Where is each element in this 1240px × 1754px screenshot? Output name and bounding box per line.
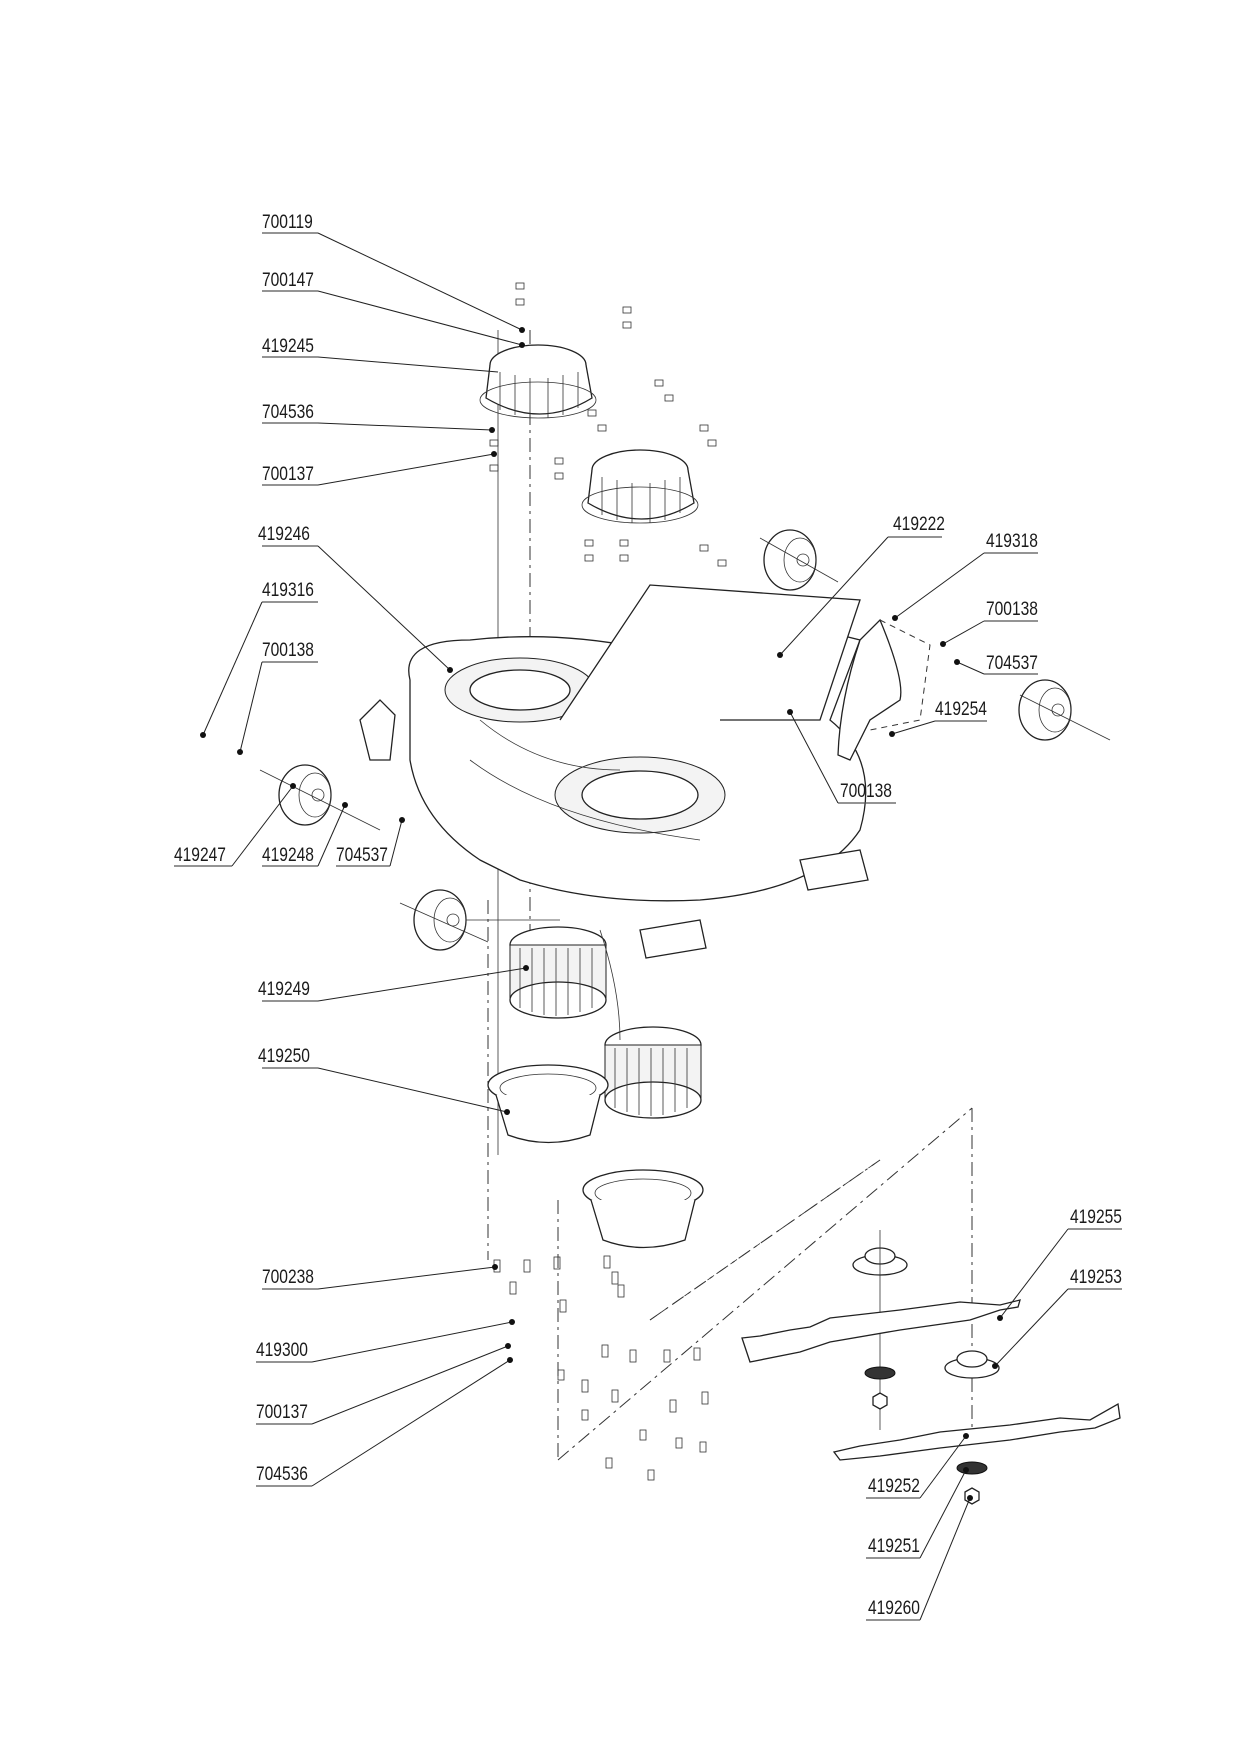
blade-upper (741, 1299, 1021, 1363)
callouts: 700119 700147 419245 704536 700137 (174, 211, 1122, 1621)
axis-line (649, 1159, 881, 1321)
callout-704536-bottom[interactable]: 704536 (256, 1357, 513, 1487)
axis-line (557, 1107, 973, 1461)
part-number-label: 419252 (868, 1475, 920, 1497)
part-number-label: 419222 (893, 513, 945, 535)
callout-419222[interactable]: 419222 (777, 513, 945, 658)
bolts-bottom (493, 1255, 709, 1481)
callout-419249[interactable]: 419249 (258, 965, 529, 1002)
motor-lower (599, 929, 702, 1119)
callout-419260[interactable]: 419260 (866, 1495, 973, 1621)
part-number-label: 700137 (256, 1401, 308, 1423)
callout-419316[interactable]: 419316 (200, 579, 318, 738)
part-number-label: 704537 (336, 844, 388, 866)
callout-700137-bottom[interactable]: 700137 (256, 1343, 511, 1425)
callout-419318[interactable]: 419318 (892, 530, 1038, 621)
part-number-label: 700138 (986, 598, 1038, 620)
part-number-label: 419249 (258, 978, 310, 1000)
part-number-label: 700137 (262, 463, 314, 485)
part-number-label: 419254 (935, 698, 987, 720)
callout-419252[interactable]: 419252 (866, 1433, 969, 1499)
part-number-label: 700138 (262, 639, 314, 661)
washer-left (864, 1366, 896, 1410)
part-number-label: 419316 (262, 579, 314, 601)
motor-housing-upper (487, 1064, 609, 1144)
callout-704537-right[interactable]: 704537 (954, 652, 1038, 675)
callout-419245[interactable]: 419245 (262, 335, 499, 373)
callout-700138-left[interactable]: 700138 (237, 639, 318, 755)
callout-700138-center[interactable]: 700138 (787, 709, 896, 804)
wheel-top (759, 529, 839, 591)
part-number-label: 419255 (1070, 1206, 1122, 1228)
part-number-label: 419250 (258, 1045, 310, 1067)
callout-700137-top[interactable]: 700137 (262, 451, 497, 486)
callout-419247[interactable]: 419247 (174, 783, 296, 867)
part-number-label: 704536 (262, 401, 314, 423)
motor-cover-second (581, 449, 699, 524)
callout-419254[interactable]: 419254 (889, 698, 987, 737)
callout-419246[interactable]: 419246 (258, 523, 453, 673)
side-bracket (837, 618, 931, 761)
callout-419250[interactable]: 419250 (258, 1045, 510, 1115)
callout-419251[interactable]: 419251 (866, 1467, 969, 1559)
wheel-lower (399, 889, 560, 951)
callout-419300[interactable]: 419300 (256, 1319, 515, 1363)
part-number-label: 419245 (262, 335, 314, 357)
part-number-label: 419318 (986, 530, 1038, 552)
callout-700119[interactable]: 700119 (262, 211, 525, 333)
part-number-label: 419260 (868, 1597, 920, 1619)
part-number-label: 704537 (986, 652, 1038, 674)
motor-housing-lower (582, 1169, 704, 1249)
mower-deck (359, 584, 869, 959)
motor-upper (509, 926, 607, 1019)
part-number-label: 419251 (868, 1535, 920, 1557)
callout-704536-top[interactable]: 704536 (262, 401, 495, 433)
part-number-label: 419247 (174, 844, 226, 866)
drawing (259, 282, 1121, 1505)
part-number-label: 419300 (256, 1339, 308, 1361)
callout-419248[interactable]: 419248 (262, 802, 348, 867)
part-number-label: 700138 (840, 780, 892, 802)
part-number-label: 419253 (1070, 1266, 1122, 1288)
wheel-left (259, 764, 381, 831)
part-number-label: 700238 (262, 1266, 314, 1288)
wheel-right (1018, 679, 1111, 741)
part-number-label: 704536 (256, 1463, 308, 1485)
part-number-label: 419246 (258, 523, 310, 545)
blade-adaptor-right (944, 1350, 1000, 1379)
callout-700238[interactable]: 700238 (262, 1264, 498, 1290)
callout-704537-left[interactable]: 704537 (336, 817, 405, 867)
part-number-label: 419248 (262, 844, 314, 866)
callout-700147[interactable]: 700147 (262, 269, 525, 348)
callout-419253[interactable]: 419253 (992, 1266, 1122, 1369)
fasteners-top (489, 282, 727, 567)
motor-cover-top (479, 344, 597, 419)
callout-419255[interactable]: 419255 (997, 1206, 1122, 1321)
blade-lower (832, 1402, 1121, 1461)
part-number-label: 700147 (262, 269, 314, 291)
callout-700138-right[interactable]: 700138 (940, 598, 1038, 647)
part-number-label: 700119 (262, 211, 313, 233)
